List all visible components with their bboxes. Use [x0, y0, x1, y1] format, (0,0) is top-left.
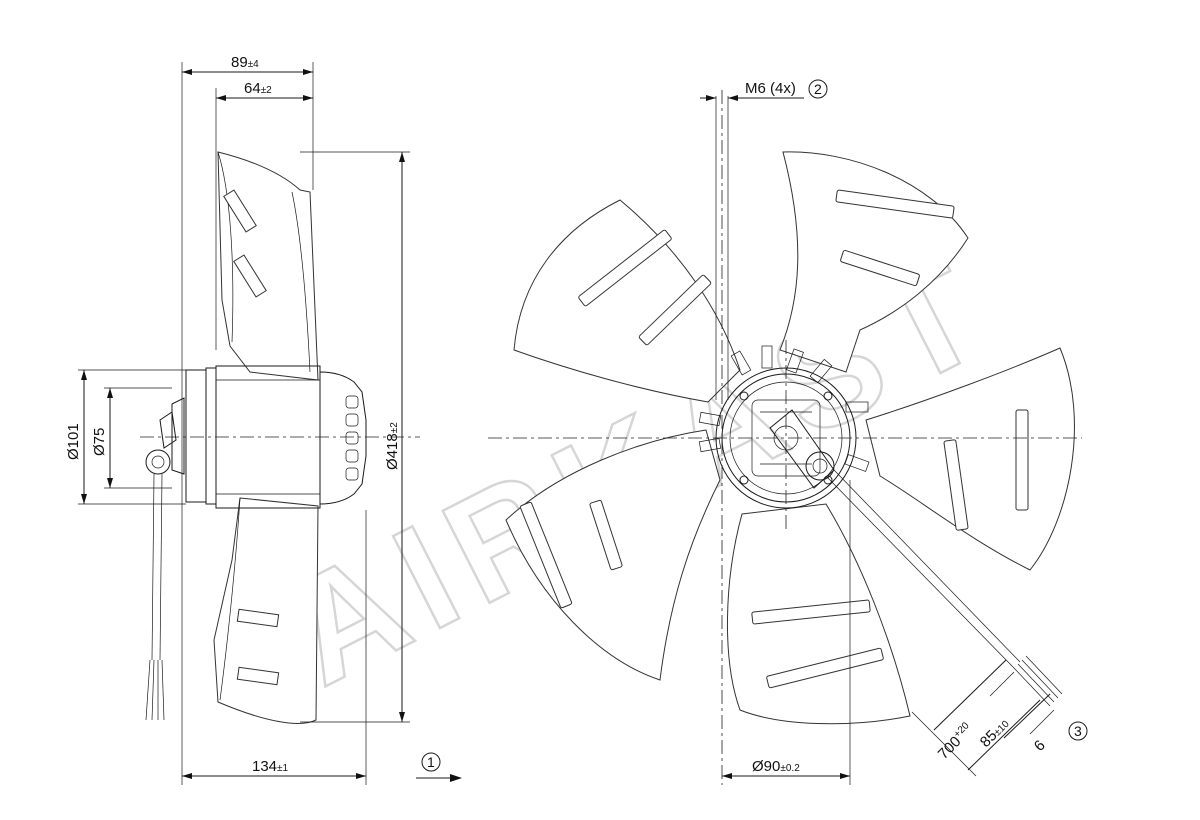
side-blade-bottom [213, 497, 319, 724]
dim-overall-depth: 89±4 [231, 54, 259, 71]
side-cable-gland [171, 397, 185, 475]
front-view: M6 (4x) 2 Ø90±0.2 700+20 85±10 6 3 [488, 79, 1088, 785]
front-blade-5 [513, 199, 741, 403]
dim-cable-length: 700+20 [934, 720, 977, 763]
dim-flange-diameter: Ø101 [65, 423, 82, 460]
callout-2: 2 [814, 81, 822, 97]
dim-rotor-length: 134±1 [252, 758, 289, 775]
dim-blade-depth: 64±2 [244, 80, 272, 97]
callout-1: 1 [427, 754, 435, 770]
side-motor-body [215, 365, 321, 509]
dim-hub-diameter: Ø75 [91, 428, 108, 456]
dim-strip-length: 85±10 [977, 715, 1013, 751]
dim-outer-diameter: Ø418±2 [384, 422, 401, 470]
side-blade-top [217, 151, 319, 381]
callout-3: 3 [1074, 723, 1082, 739]
side-view: 89±4 64±2 134±1 Ø418±2 Ø101 [65, 54, 462, 785]
front-blade-2 [865, 347, 1075, 571]
dim-wire-strip: 6 [1031, 737, 1049, 755]
dim-mount-thread: M6 (4x) [745, 80, 796, 97]
dim-bolt-circle: Ø90±0.2 [752, 758, 800, 775]
